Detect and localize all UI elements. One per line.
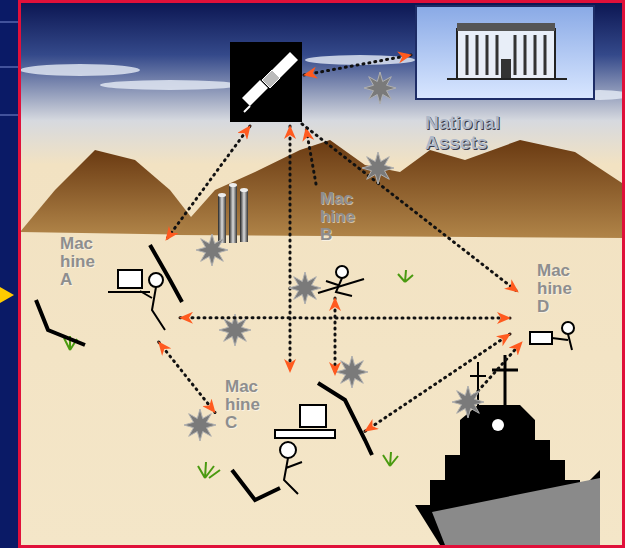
antenna-towers-part [229,183,237,187]
left-strip-part [0,287,14,303]
building-icon-part [457,23,555,31]
warship-part [415,405,600,545]
left-strip-part [0,67,18,68]
machine-c-figure-part [232,470,280,500]
satellite-links-part [306,128,316,184]
burst-symbol [289,272,321,304]
machine-b-figure [318,266,364,296]
machine-d-figure-part [562,322,574,334]
left-strip-part [0,0,18,548]
machine-b-figure-part [336,266,348,278]
machine-label: Machine C [225,378,267,432]
left-strip-part [0,22,18,23]
antenna-towers-part [218,193,226,197]
machine-node: Machine D [510,258,610,358]
machine-node: Machine A [38,232,180,342]
machine-label: Machine B [320,190,362,244]
warship-part [492,369,518,372]
left-strip-part [0,115,18,116]
machine-c-figure-part [275,430,335,438]
machine-c-figure-part [280,442,296,458]
machine-node: Machine C [215,375,365,500]
building-icon-part [501,59,511,79]
satellite-part [230,42,302,122]
network-link [159,342,215,413]
satellite-links-part [289,126,292,372]
frame [20,2,624,547]
asset-node: National Assets [415,5,595,210]
network-link [365,334,510,431]
clouds-part [100,80,240,90]
machine-a-figure-part [118,270,142,288]
machine-a-figure-part [149,273,163,287]
antenna-towers-part [240,188,248,192]
left-strip [0,0,18,548]
building-panel [415,5,595,100]
warship-part [492,419,504,431]
satellite-part [262,70,280,88]
satellite-links-part [304,55,411,75]
machine-b-figure-part [318,279,364,293]
network-link [334,298,337,375]
burst-symbol [364,72,396,104]
plants-part [198,462,220,478]
satellite [230,42,302,122]
clouds-part [20,64,140,76]
burst-symbol [452,386,484,418]
network-link [180,316,510,319]
antenna-towers [218,183,248,243]
plants [64,270,413,478]
satellite-part [242,80,268,106]
plants-part [383,452,398,466]
burst-symbol [196,234,228,266]
burst-symbol [336,356,368,388]
machine-d-figure-part [530,332,552,344]
building-icon-part [457,29,555,79]
plants-part [398,270,413,282]
machine-label: Machine A [60,235,102,289]
building-icon [417,7,593,98]
machine-label: Machine D [537,262,579,316]
burst-symbol [362,152,394,184]
machine-d-figure [530,322,574,350]
machine-c-figure-part [284,458,302,494]
machine-d-figure-part [552,334,572,350]
asset-label: National Assets [425,113,501,153]
warship-part [470,375,486,377]
machine-a-figure-part [140,287,165,330]
burst-symbol [184,409,216,441]
warship-part [432,478,600,545]
machine-a-figure-part [36,300,85,345]
warship [415,355,600,545]
antenna-towers-part [229,185,237,243]
satellite-links-part [166,126,250,240]
machine-node: Machine B [300,188,370,298]
antenna-towers-part [218,195,226,243]
machine-a-figure [36,245,182,345]
machine-c-figure-part [300,405,326,427]
satellite-links [166,55,522,400]
satellite-part [244,106,250,112]
building-icon-part [447,78,567,80]
antenna-towers-part [240,190,248,242]
